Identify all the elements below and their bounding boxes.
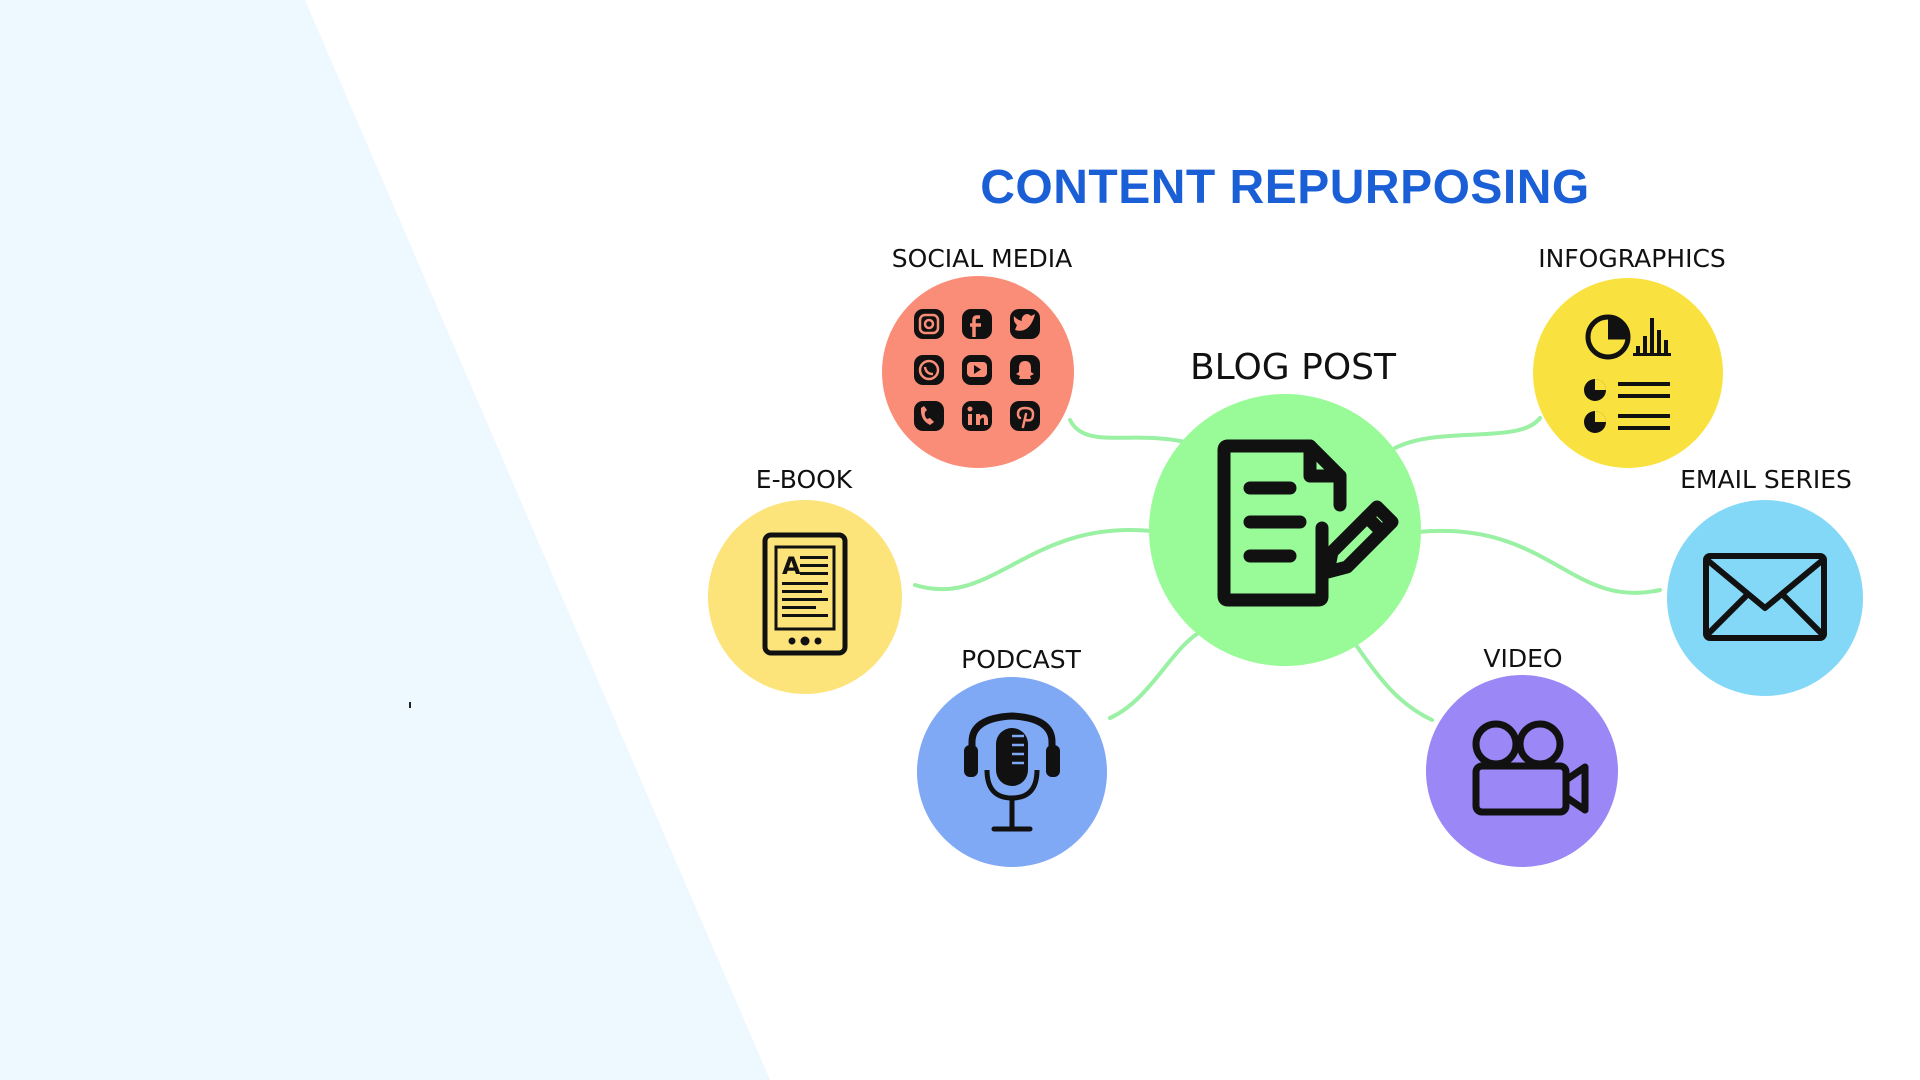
document-edit-icon [1217,439,1399,607]
diagram-title: CONTENT REPURPOSING [980,161,1590,214]
microphone-headphones-icon [964,712,1060,832]
label-infographics: INFOGRAPHICS [1538,244,1726,273]
node-video [1426,675,1618,867]
connectors [913,416,1662,722]
node-email-series [1667,500,1863,696]
bar-chart-icon [1633,318,1671,356]
snapchat-icon [1010,355,1040,385]
connector-video [1354,643,1434,722]
instagram-icon [914,309,944,339]
linkedin-icon [962,401,992,431]
connector-infographics [1393,416,1542,450]
label-social-media: SOCIAL MEDIA [891,244,1073,273]
connector-ebook [913,528,1162,592]
stray-mark [409,702,411,708]
social-media-grid-icon [914,309,1040,431]
connector-podcast [1108,630,1202,720]
youtube-icon [962,355,992,385]
label-podcast: PODCAST [961,645,1081,674]
twitter-icon [1010,309,1040,339]
svg-text:A: A [782,552,801,580]
video-camera-icon [1472,720,1589,816]
label-blog-post: BLOG POST [1189,347,1397,388]
node-infographics [1533,278,1723,468]
node-podcast [917,677,1107,867]
connector-email-series [1416,528,1662,595]
label-ebook: E-BOOK [755,465,853,494]
ebook-reader-icon: A [762,532,848,656]
envelope-icon [1703,553,1827,641]
label-email-series: EMAIL SERIES [1680,465,1852,494]
whatsapp-icon [914,355,944,385]
pinterest-icon [1010,401,1040,431]
connector-social-media [1068,418,1187,444]
node-social-media [882,276,1074,468]
pie-chart-icon [1585,314,1631,360]
viber-icon [914,401,944,431]
node-ebook: A [708,500,902,694]
facebook-icon [962,309,992,339]
label-video: VIDEO [1483,644,1563,673]
list-chart-icon [1584,379,1670,433]
node-blog-post [1149,394,1421,666]
